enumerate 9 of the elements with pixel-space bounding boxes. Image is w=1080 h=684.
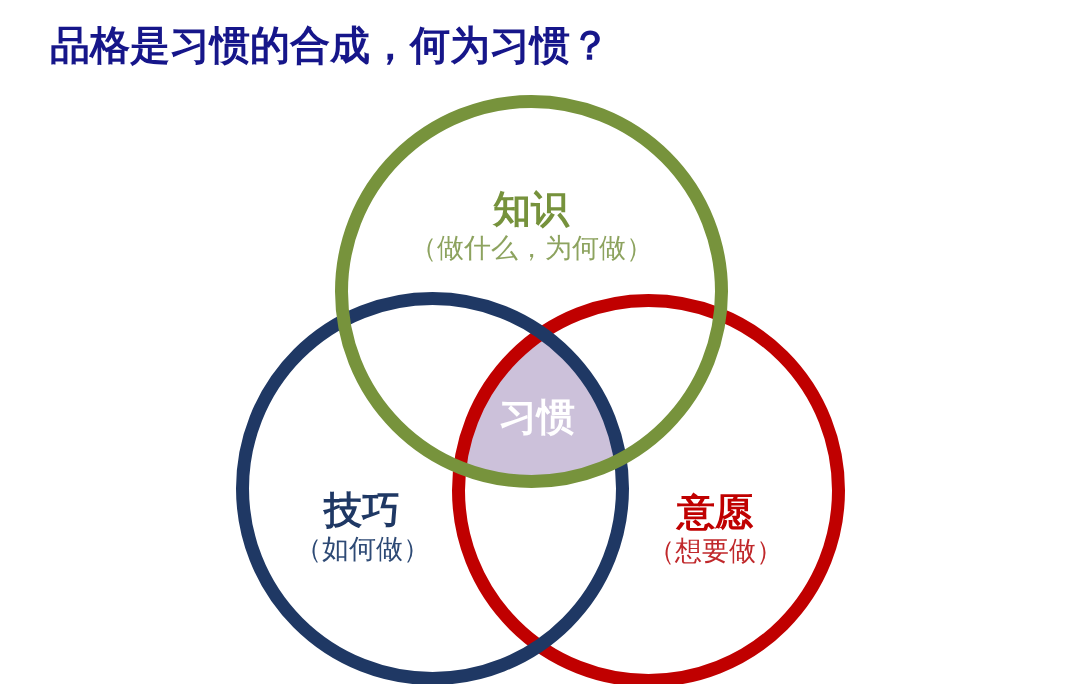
circle-title: 意愿 <box>677 489 753 534</box>
region-label: 习惯 <box>499 394 576 439</box>
circle-title: 知识 <box>493 186 569 231</box>
circle-title: 技巧 <box>324 487 400 532</box>
page-title: 品格是习惯的合成，何为习惯？ <box>50 21 610 70</box>
circle-subtitle: （做什么，为何做） <box>409 230 653 265</box>
venn-circle <box>334 94 728 488</box>
circle-subtitle: （如何做） <box>294 531 430 566</box>
circle-subtitle: （想要做） <box>647 533 783 568</box>
